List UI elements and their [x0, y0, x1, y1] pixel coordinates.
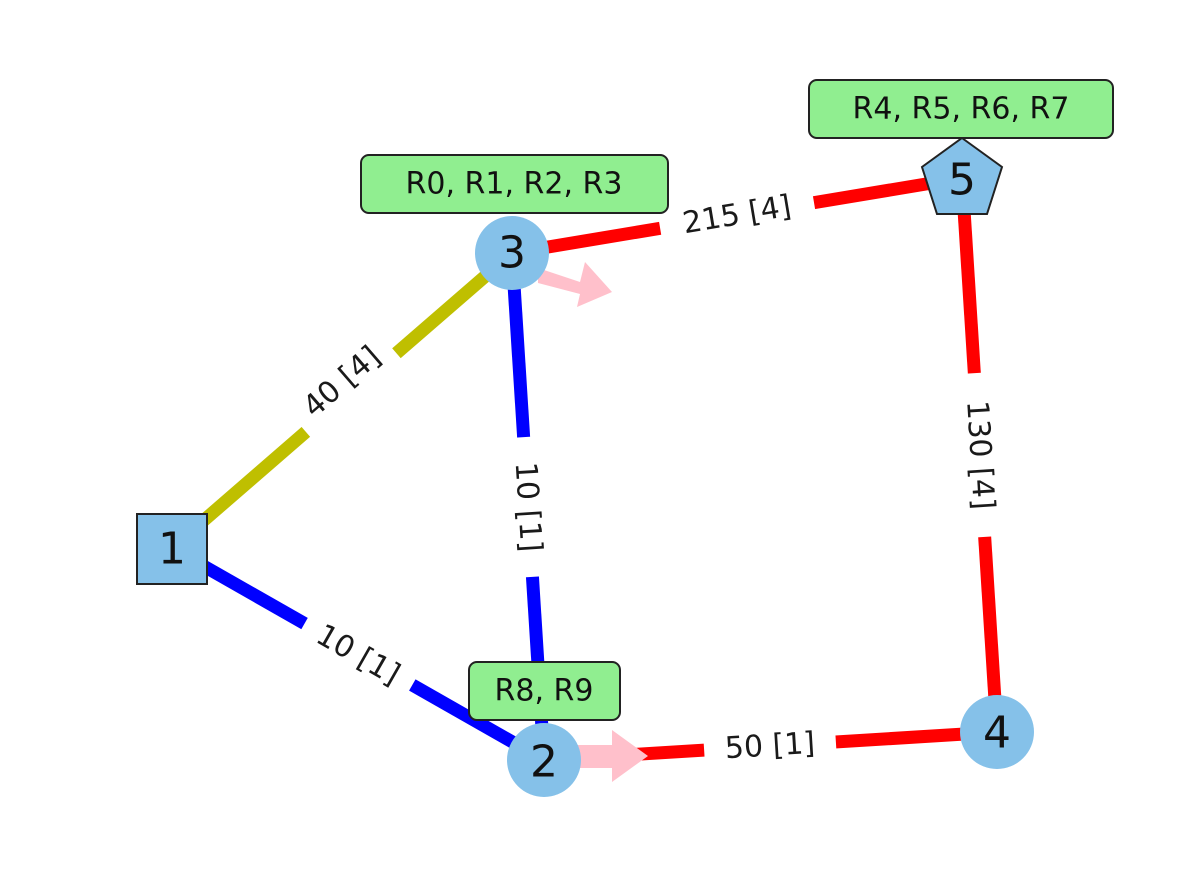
- group-label-text: R4, R5, R6, R7: [853, 92, 1070, 127]
- node-5[interactable]: 5: [920, 136, 1004, 215]
- node-5-shape: [920, 136, 1004, 215]
- group-label-text: R8, R9: [495, 674, 594, 709]
- node-2[interactable]: 2: [507, 723, 581, 797]
- node-5-label: 5: [948, 155, 976, 206]
- node-4-label: 4: [983, 708, 1011, 759]
- node-3-label: 3: [498, 228, 526, 279]
- node-1-label: 1: [158, 524, 186, 575]
- group-label-text: R0, R1, R2, R3: [406, 167, 623, 202]
- group-label-node-5: R4, R5, R6, R7: [808, 79, 1114, 139]
- node-2-shape: [507, 723, 581, 797]
- group-labels: R0, R1, R2, R3 R4, R5, R6, R7 R8, R9: [360, 79, 1114, 721]
- node-3-shape: [475, 216, 549, 290]
- flow-arrows: [538, 262, 648, 782]
- node-1-shape: [136, 513, 208, 585]
- edge-labels: 40 [4] 10 [1] 10 [1] 215 [4] 130 [4] 50 …: [282, 180, 1008, 772]
- arrow-icon: [538, 262, 612, 307]
- edge-label-5-4: 130 [4]: [959, 399, 1001, 510]
- group-label-node-2: R8, R9: [468, 661, 621, 721]
- arrow-icon: [565, 730, 648, 782]
- node-1[interactable]: 1: [136, 513, 208, 585]
- edge-label-3-2: 10 [1]: [508, 461, 549, 553]
- node-2-label: 2: [530, 737, 558, 788]
- node-4-shape: [960, 695, 1034, 769]
- group-label-node-3: R0, R1, R2, R3: [360, 154, 669, 214]
- edge-label-2-4: 50 [1]: [724, 726, 816, 766]
- node-3[interactable]: 3: [475, 216, 549, 290]
- nodes: 1 3 2 4 5: [136, 136, 1034, 797]
- node-4[interactable]: 4: [960, 695, 1034, 769]
